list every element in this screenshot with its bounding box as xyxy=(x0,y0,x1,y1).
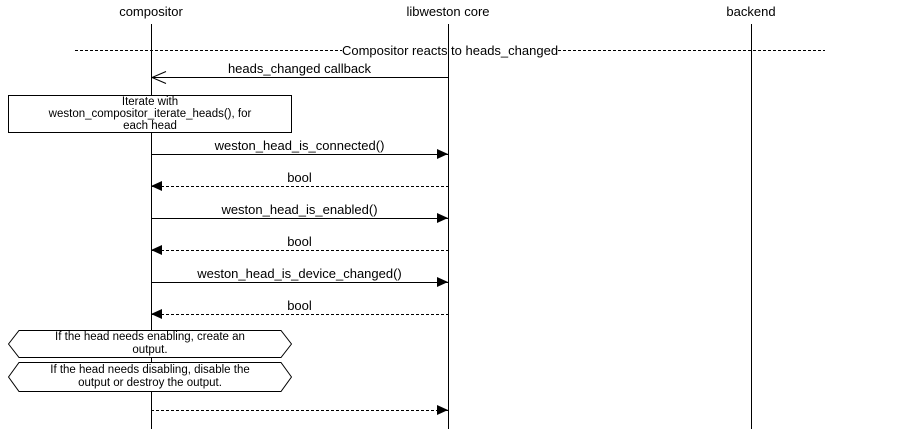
message-label: weston_head_is_connected() xyxy=(214,138,385,153)
message-weston-head-is-enabled: weston_head_is_enabled() xyxy=(151,201,448,223)
message-line xyxy=(151,77,448,78)
note-text: If the head needs enabling, create an ou… xyxy=(8,330,292,358)
note-line: output. xyxy=(132,344,168,356)
message-weston-head-is-connected: weston_head_is_connected() xyxy=(151,137,448,159)
note-line: each head xyxy=(123,120,177,132)
note-line: If the head needs enabling, create an xyxy=(55,331,245,343)
divider-label: Compositor reacts to heads_changed xyxy=(341,43,559,58)
message-line xyxy=(151,218,448,219)
message-bool-return-3: bool xyxy=(151,297,448,319)
note-line: output or destroy the output. xyxy=(78,377,222,389)
filled-arrowhead-icon xyxy=(151,309,162,319)
divider-line-left xyxy=(75,50,342,51)
note-line: weston_compositor_iterate_heads(), for xyxy=(48,108,252,120)
note-line: Iterate with xyxy=(121,96,179,108)
message-heads-changed-callback: heads_changed callback xyxy=(151,60,448,84)
message-line xyxy=(151,282,448,283)
divider-line-right xyxy=(558,50,826,51)
hexagon-shape xyxy=(8,330,292,358)
filled-arrowhead-icon xyxy=(437,405,448,415)
note-disable-head: If the head needs disabling, disable the… xyxy=(8,362,292,392)
filled-arrowhead-icon xyxy=(437,213,448,223)
note-enable-head: If the head needs enabling, create an ou… xyxy=(8,330,292,358)
filled-arrowhead-icon xyxy=(151,181,162,191)
message-line xyxy=(151,154,448,155)
message-label: heads_changed callback xyxy=(227,61,372,76)
message-label: weston_head_is_device_changed() xyxy=(197,266,402,281)
divider: Compositor reacts to heads_changed xyxy=(75,43,826,58)
lifeline-backend xyxy=(751,24,752,429)
filled-arrowhead-icon xyxy=(437,277,448,287)
actor-label-backend: backend xyxy=(726,4,776,19)
message-label: bool xyxy=(287,234,312,249)
message-label: weston_head_is_enabled() xyxy=(221,202,378,217)
lifeline-compositor xyxy=(151,24,152,429)
message-line xyxy=(151,186,448,187)
filled-arrowhead-icon xyxy=(437,149,448,159)
message-label: bool xyxy=(287,170,312,185)
note-line: If the head needs disabling, disable the xyxy=(50,364,250,376)
actor-label-libweston-core: libweston core xyxy=(406,4,490,19)
message-weston-head-is-device-changed: weston_head_is_device_changed() xyxy=(151,265,448,287)
open-arrowhead-icon xyxy=(151,71,167,84)
message-bool-return-2: bool xyxy=(151,233,448,255)
note-iterate-heads: Iterate with weston_compositor_iterate_h… xyxy=(8,95,292,133)
message-unlabeled-return xyxy=(151,393,448,415)
note-text: If the head needs disabling, disable the… xyxy=(8,362,292,392)
message-line xyxy=(151,250,448,251)
lifeline-libweston-core xyxy=(448,24,449,429)
actor-label-compositor: compositor xyxy=(119,4,183,19)
hexagon-shape xyxy=(8,362,292,392)
message-label: bool xyxy=(287,298,312,313)
message-bool-return-1: bool xyxy=(151,169,448,191)
filled-arrowhead-icon xyxy=(151,245,162,255)
message-line xyxy=(151,410,448,411)
message-line xyxy=(151,314,448,315)
